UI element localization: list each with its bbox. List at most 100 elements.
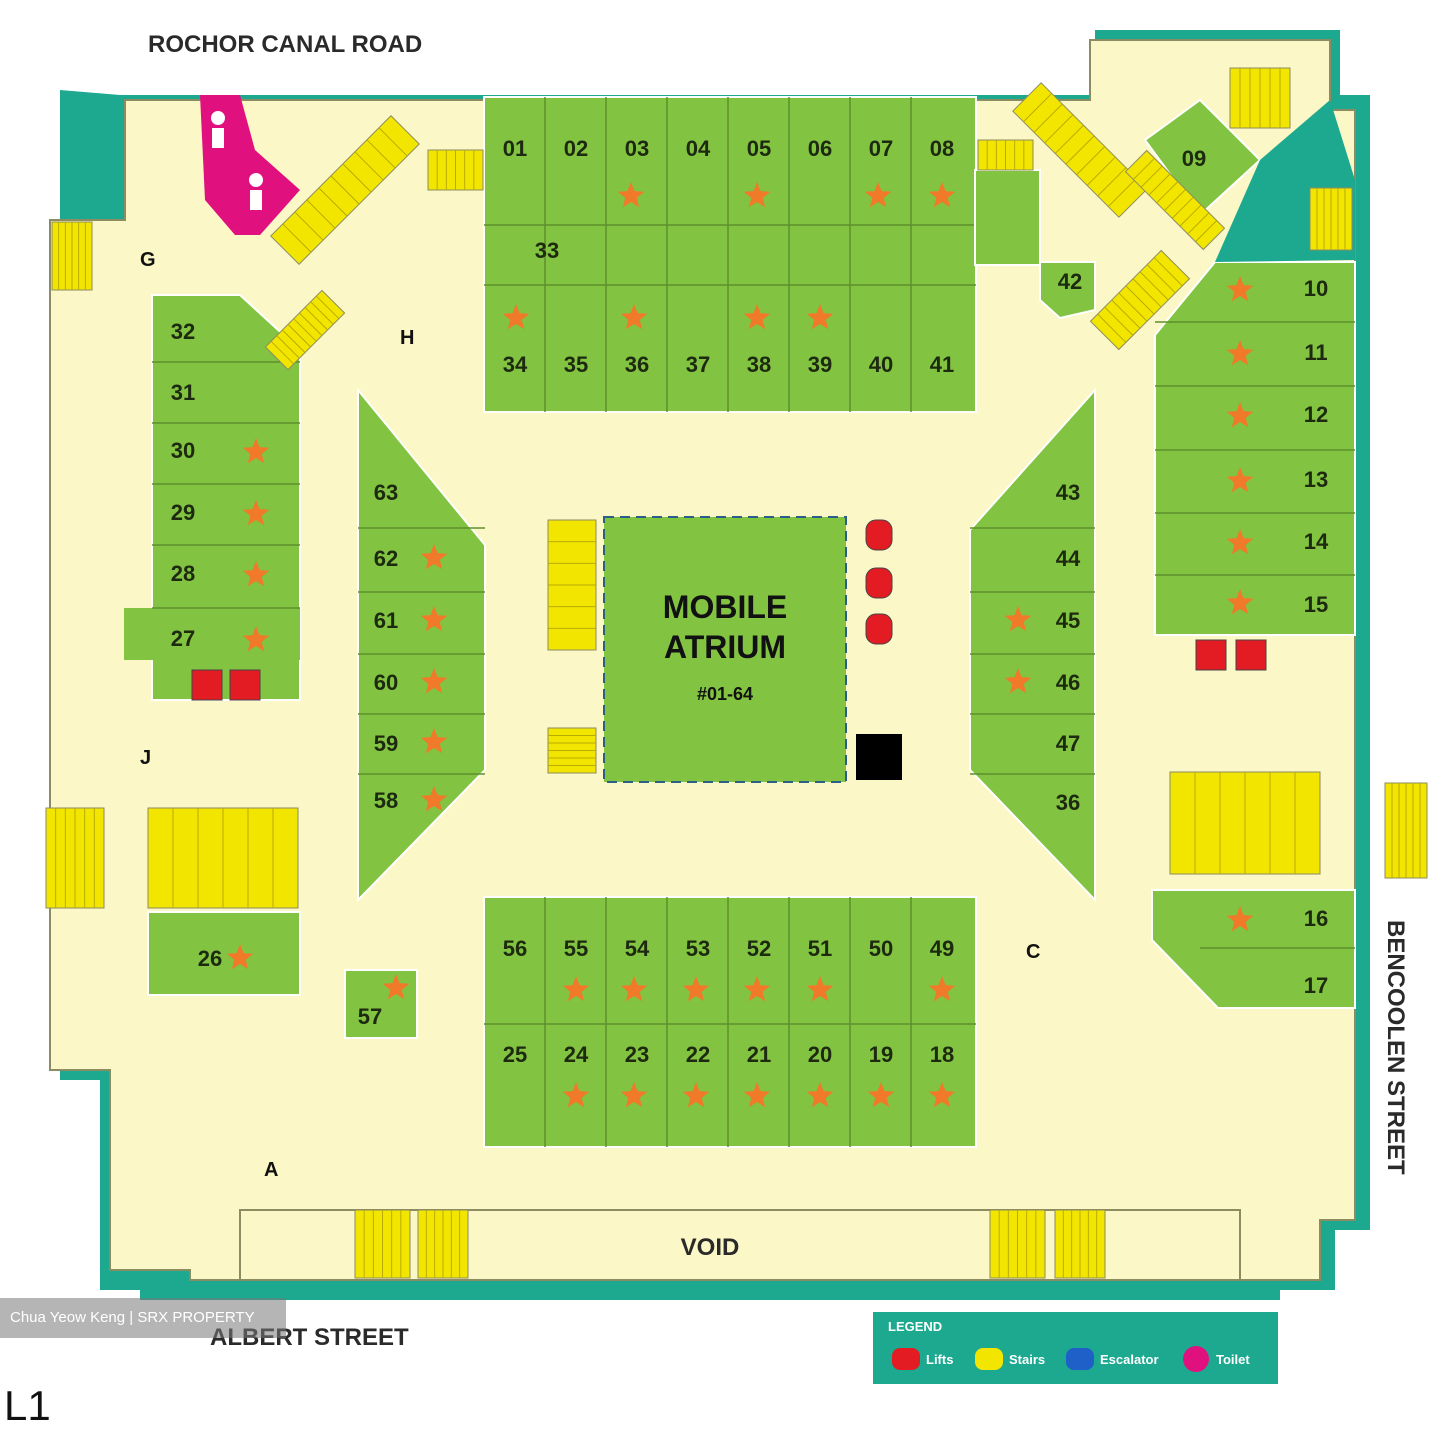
- unit-21: 21: [747, 1042, 771, 1067]
- unit-36: 36: [1056, 790, 1080, 815]
- diagonal-stairs: [264, 289, 346, 371]
- unit-42: 42: [1058, 269, 1082, 294]
- star-marker: [928, 976, 956, 1002]
- unit-52: 52: [747, 936, 771, 961]
- star-marker: [1226, 589, 1254, 615]
- unit-54: 54: [625, 936, 650, 961]
- star-marker: [743, 1082, 771, 1108]
- marker-j: J: [140, 747, 151, 769]
- toilet-block: [200, 95, 300, 235]
- unit-44: 44: [1056, 546, 1081, 571]
- unit-46: 46: [1056, 670, 1080, 695]
- unit-29: 29: [171, 500, 195, 525]
- legend-stairs-label: Stairs: [1009, 1352, 1045, 1367]
- unit-25: 25: [503, 1042, 527, 1067]
- mobile-atrium-block: [603, 516, 847, 783]
- star-marker: [420, 728, 448, 754]
- unit-19: 19: [869, 1042, 893, 1067]
- unit-41: 41: [930, 352, 954, 377]
- marker-g: G: [140, 249, 156, 271]
- unit-30: 30: [171, 438, 195, 463]
- legend-title: LEGEND: [888, 1319, 942, 1334]
- unit-50: 50: [869, 936, 893, 961]
- toilet-icon: [1183, 1346, 1209, 1372]
- bottom-shop-block: [483, 896, 977, 1148]
- unit-14: 14: [1304, 529, 1329, 554]
- star-marker: [420, 786, 448, 812]
- star-marker: [806, 304, 834, 330]
- unit-33: 33: [535, 238, 559, 263]
- star-marker: [1226, 340, 1254, 366]
- green-annex: [974, 169, 1041, 266]
- diagonal-stairs: [270, 115, 420, 265]
- unit-07: 07: [869, 136, 893, 161]
- unit-63: 63: [374, 480, 398, 505]
- level-label: L1: [4, 1382, 51, 1429]
- unit-61: 61: [374, 608, 398, 633]
- road-north: ROCHOR CANAL ROAD: [148, 31, 422, 58]
- star-marker: [806, 1082, 834, 1108]
- unit-20: 20: [808, 1042, 832, 1067]
- marker-h: H: [400, 327, 414, 349]
- unit-36: 36: [625, 352, 649, 377]
- unit-45: 45: [1056, 608, 1080, 633]
- star-marker: [620, 304, 648, 330]
- star-marker: [743, 304, 771, 330]
- unit-15: 15: [1304, 592, 1328, 617]
- legend-lifts-label: Lifts: [926, 1352, 953, 1367]
- unit-02: 02: [564, 136, 588, 161]
- unit-23: 23: [625, 1042, 649, 1067]
- star-marker: [682, 1082, 710, 1108]
- unit-28: 28: [171, 561, 195, 586]
- atrium-title-line2: ATRIUM: [664, 629, 786, 665]
- unit-32: 32: [171, 319, 195, 344]
- star-marker: [620, 1082, 648, 1108]
- star-marker: [928, 182, 956, 208]
- star-marker: [1226, 467, 1254, 493]
- unit-06: 06: [808, 136, 832, 161]
- unit-04: 04: [686, 136, 711, 161]
- star-marker: [864, 182, 892, 208]
- star-marker: [1226, 906, 1254, 932]
- lifts-group: [191, 519, 1267, 701]
- unit-56: 56: [503, 936, 527, 961]
- unit-60: 60: [374, 670, 398, 695]
- star-marker: [242, 561, 270, 587]
- unit-26-shape: [147, 911, 301, 996]
- unit-39: 39: [808, 352, 832, 377]
- star-marker: [382, 974, 410, 1000]
- diagonal-stairs: [1089, 249, 1191, 351]
- legend: LEGEND Lifts Stairs Escalator Toilet: [873, 1312, 1278, 1384]
- unit-05: 05: [747, 136, 771, 161]
- unit-17: 17: [1304, 973, 1328, 998]
- marker-a: A: [264, 1159, 278, 1181]
- star-marker: [620, 976, 648, 1002]
- star-marker: [420, 606, 448, 632]
- star-marker: [420, 668, 448, 694]
- black-kiosk: [856, 734, 902, 780]
- right-shop-column: [1154, 261, 1356, 636]
- unit-31: 31: [171, 380, 195, 405]
- legend-toilet-label: Toilet: [1216, 1352, 1250, 1367]
- star-marker: [502, 304, 530, 330]
- star-marker: [562, 976, 590, 1002]
- atrium-unit-number: #01-64: [697, 684, 753, 704]
- star-marker: [242, 626, 270, 652]
- unit-12: 12: [1304, 402, 1328, 427]
- star-marker: [1004, 668, 1032, 694]
- stairs-group: [45, 67, 1428, 1279]
- right-inner-column: [969, 387, 1096, 903]
- star-marker: [806, 976, 834, 1002]
- unit-16: 16: [1304, 906, 1328, 931]
- unit-62: 62: [374, 546, 398, 571]
- star-marker: [743, 182, 771, 208]
- star-marker: [867, 1082, 895, 1108]
- star-marker: [562, 1082, 590, 1108]
- star-marker: [242, 438, 270, 464]
- star-marker: [1226, 529, 1254, 555]
- star-marker: [682, 976, 710, 1002]
- unit-09: 09: [1182, 146, 1206, 171]
- unit-57-shape: [344, 969, 418, 1039]
- unit-01: 01: [503, 136, 527, 161]
